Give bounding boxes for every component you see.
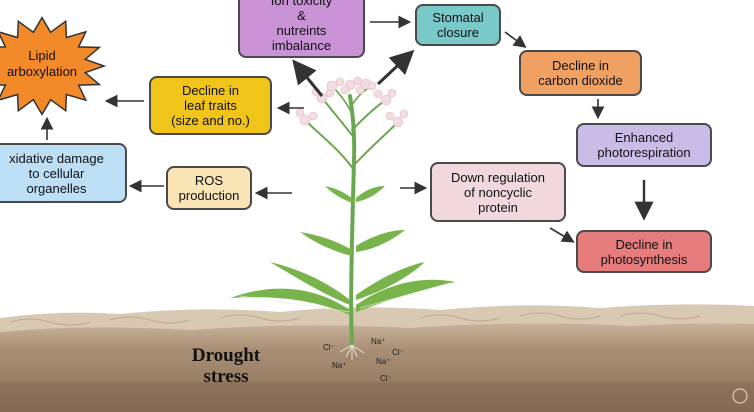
decline-leaf-traits-label: Decline in leaf traits (size and no.) [171,83,250,128]
ion-label: Na⁺ [376,357,391,366]
arrow-plant-to-ion [292,59,324,97]
ion-toxicity-box: Ion toxicity & nutreints imbalance [238,0,365,58]
lipid-peroxidation-label: Lipid arboxylation [6,48,78,79]
drought-stress-label: Drought stress [191,345,261,387]
decline-co2-label: Decline in carbon dioxide [538,58,623,88]
ion-label: Cl⁻ [323,343,335,352]
ion-toxicity-label: Ion toxicity & nutreints imbalance [270,0,333,53]
oxidative-damage-label: xidative damage to cellular organelles [9,150,104,196]
down-regulation-box: Down regulation of noncyclic protein [430,162,566,222]
decline-photosynthesis-box: Decline in photosynthesis [576,230,712,273]
ion-label: Na⁺ [371,337,386,346]
stomatal-closure-label: Stomatal closure [432,10,484,40]
arrow-stomatal-to-co2 [504,31,527,48]
decline-co2-box: Decline in carbon dioxide [519,50,642,96]
enhanced-photorespiration-label: Enhanced photorespiration [597,130,691,160]
arrow-downreg-to-photosynthesis [549,227,575,243]
ros-production-label: ROS production [178,173,240,203]
ros-production-box: ROS production [166,166,252,210]
ion-label: Cl⁻ [380,374,392,383]
down-regulation-label: Down regulation of noncyclic protein [451,169,545,215]
oxidative-damage-box: xidative damage to cellular organelles [0,143,127,203]
arrow-plant-to-stomatal [376,49,415,86]
decline-leaf-traits-box: Decline in leaf traits (size and no.) [149,76,272,135]
ion-label: Na⁺ [332,361,347,370]
decline-photosynthesis-label: Decline in photosynthesis [600,236,688,267]
enhanced-photorespiration-box: Enhanced photorespiration [576,123,712,167]
stomatal-closure-box: Stomatal closure [415,4,501,46]
ion-label: Cl⁻ [392,348,404,357]
